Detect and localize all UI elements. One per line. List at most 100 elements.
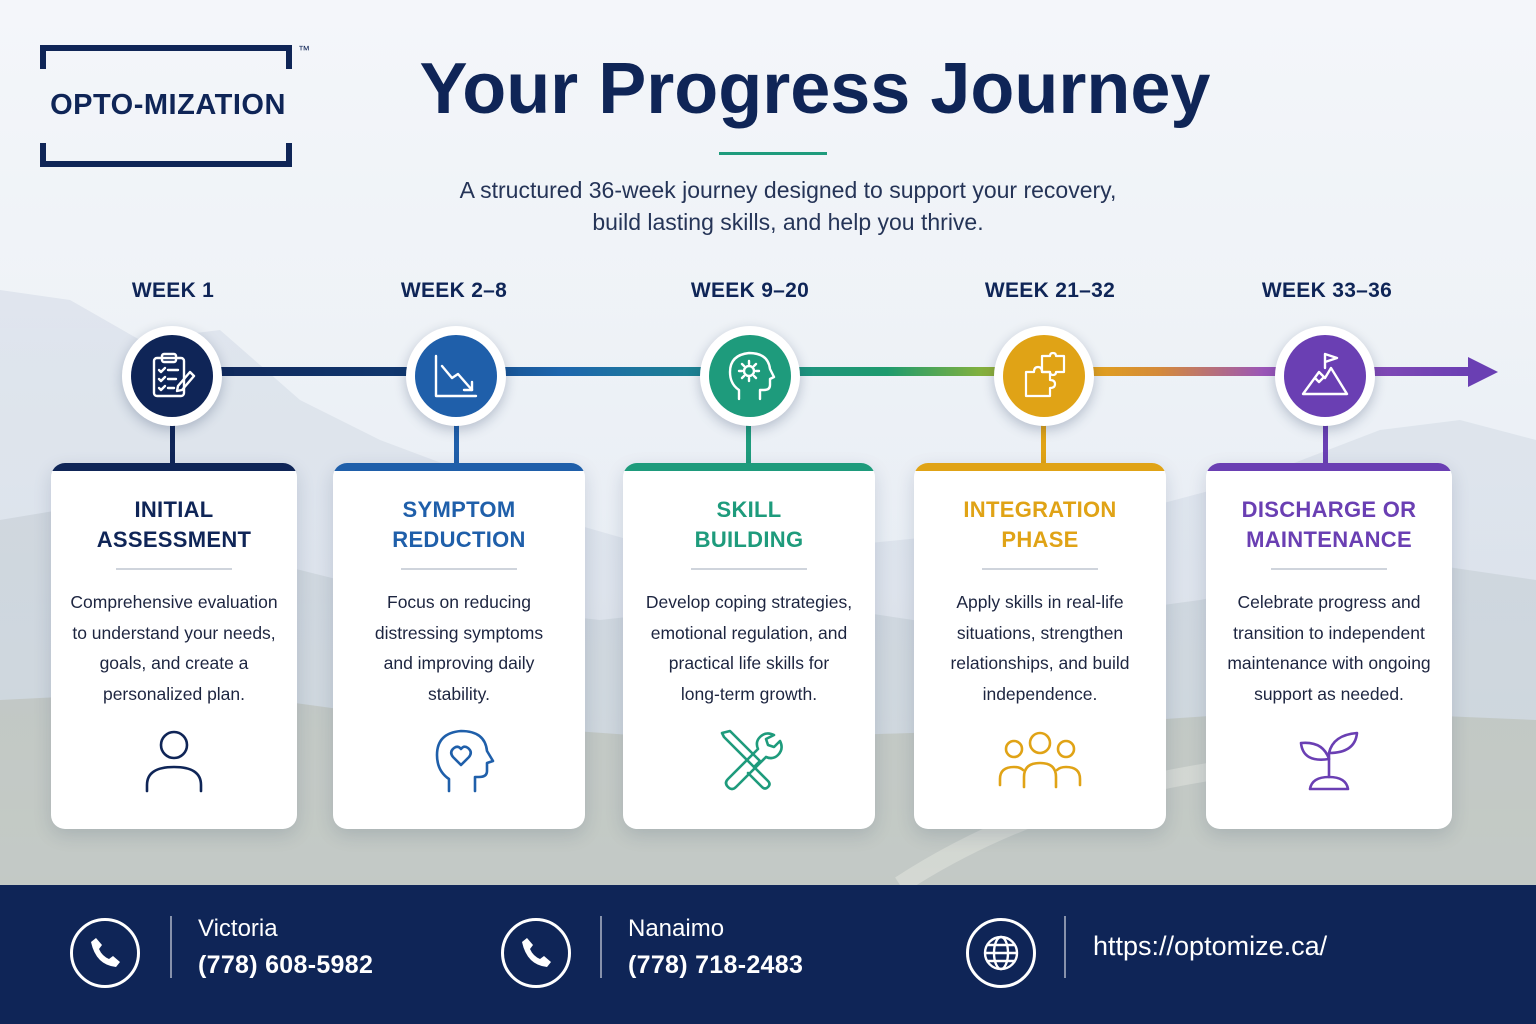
phone-icon[interactable]: [501, 918, 571, 988]
brand-logo: OPTO-MIZATION ™: [40, 43, 310, 167]
stage-card-2: SYMPTOM REDUCTION Focus on reducing dist…: [333, 463, 585, 829]
card-accent-bar: [1206, 463, 1452, 471]
card-title-line-2: REDUCTION: [392, 527, 526, 552]
card-title-line-1: INITIAL: [134, 497, 214, 522]
card-title: DISCHARGE OR MAINTENANCE: [1216, 495, 1442, 555]
logo-bracket-bottom: [40, 143, 292, 167]
footer-divider: [600, 916, 602, 978]
week-label-3: WEEK 9–20: [690, 279, 810, 302]
card-accent-bar: [623, 463, 875, 471]
connector-5: [1323, 420, 1328, 468]
group-icon: [998, 731, 1082, 789]
desc-line: emotional regulation, and: [650, 622, 848, 643]
card-divider: [691, 568, 807, 570]
card-accent-bar: [914, 463, 1166, 471]
desc-line: distressing symptoms: [374, 622, 544, 643]
card-title-line-1: SKILL: [716, 497, 782, 522]
globe-icon[interactable]: [966, 918, 1036, 988]
card-title-line-1: INTEGRATION: [963, 497, 1117, 522]
card-title-line-1: DISCHARGE OR: [1241, 497, 1417, 522]
card-description: Celebrate progress and transition to ind…: [1216, 587, 1442, 709]
head-heart-icon: [435, 729, 495, 793]
clipboard-checklist-icon: [131, 335, 213, 417]
card-title-line-1: SYMPTOM: [402, 497, 516, 522]
desc-line: and improving daily: [383, 653, 535, 673]
desc-line: situations, strengthen: [956, 622, 1124, 643]
subtitle-line-2: build lasting skills, and help you thriv…: [592, 209, 984, 235]
desc-line: Comprehensive evaluation: [70, 592, 278, 612]
connector-3: [746, 420, 751, 468]
card-description: Apply skills in real-life situations, st…: [924, 587, 1156, 709]
desc-line: Apply skills in real-life: [956, 592, 1124, 612]
card-divider: [1271, 568, 1387, 570]
victoria-phone[interactable]: (778) 608-5982: [198, 951, 374, 979]
logo-text: OPTO-MIZATION: [50, 89, 286, 121]
desc-line: personalized plan.: [102, 683, 246, 704]
desc-line: practical life skills for: [668, 653, 830, 673]
desc-line: maintenance with ongoing: [1227, 653, 1431, 673]
card-accent-bar: [51, 463, 297, 471]
card-title: SYMPTOM REDUCTION: [343, 495, 575, 555]
week-label-2: WEEK 2–8: [400, 279, 508, 302]
sprout-icon: [1299, 731, 1359, 791]
phone-icon[interactable]: [70, 918, 140, 988]
stage-node-3: [700, 326, 800, 426]
card-divider: [401, 568, 517, 570]
footer-divider: [170, 916, 172, 978]
desc-line: long-term growth.: [680, 683, 818, 704]
tools-icon: [720, 729, 783, 791]
contact-footer: Victoria (778) 608-5982 Nanaimo (778) 71…: [0, 885, 1536, 1024]
stage-card-5: DISCHARGE OR MAINTENANCE Celebrate progr…: [1206, 463, 1452, 829]
connector-2: [454, 420, 459, 468]
stage-node-1: [122, 326, 222, 426]
footer-divider: [1064, 916, 1066, 978]
connector-1: [170, 420, 175, 468]
card-title: SKILL BUILDING: [633, 495, 865, 555]
card-title-line-2: ASSESSMENT: [96, 527, 252, 552]
timeline-bar: [172, 367, 1472, 376]
website-link[interactable]: https://optomize.ca/: [1093, 931, 1328, 961]
card-title-line-2: MAINTENANCE: [1246, 527, 1412, 552]
nanaimo-phone[interactable]: (778) 718-2483: [628, 951, 804, 979]
nanaimo-city: Nanaimo: [628, 915, 725, 942]
card-title: INTEGRATION PHASE: [924, 495, 1156, 555]
card-description: Focus on reducing distressing symptoms a…: [343, 587, 575, 709]
desc-line: transition to independent: [1233, 622, 1425, 643]
desc-line: Celebrate progress and: [1237, 592, 1421, 612]
desc-line: support as needed.: [1254, 683, 1404, 704]
victoria-city: Victoria: [198, 915, 278, 942]
week-label-5: WEEK 33–36: [1261, 279, 1393, 302]
card-description: Develop coping strategies, emotional reg…: [633, 587, 865, 709]
card-title: INITIAL ASSESSMENT: [61, 495, 287, 555]
downward-trend-chart-icon: [415, 335, 497, 417]
person-icon: [145, 730, 203, 793]
card-title-line-2: PHASE: [1001, 527, 1079, 552]
stage-node-2: [406, 326, 506, 426]
logo-bracket-top: [40, 45, 292, 69]
card-divider: [116, 568, 232, 570]
desc-line: independence.: [982, 683, 1098, 704]
stage-card-4: INTEGRATION PHASE Apply skills in real-l…: [914, 463, 1166, 829]
stage-card-3: SKILL BUILDING Develop coping strategies…: [623, 463, 875, 829]
desc-line: stability.: [428, 683, 490, 704]
title-underline: [719, 152, 827, 155]
head-gear-icon: [709, 335, 791, 417]
stage-node-5: [1275, 326, 1375, 426]
desc-line: relationships, and build: [950, 653, 1130, 673]
stage-node-4: [994, 326, 1094, 426]
subtitle-line-1: A structured 36-week journey designed to…: [459, 177, 1117, 203]
desc-line: goals, and create a: [99, 653, 249, 673]
timeline-arrow-icon: [1468, 357, 1498, 387]
week-label-4: WEEK 21–32: [984, 279, 1116, 302]
puzzle-pieces-icon: [1003, 335, 1085, 417]
card-title-line-2: BUILDING: [694, 527, 804, 552]
trademark-symbol: ™: [298, 43, 310, 57]
mountain-flag-icon: [1284, 335, 1366, 417]
page-title: Your Progress Journey: [419, 49, 1211, 129]
card-accent-bar: [333, 463, 585, 471]
week-label-1: WEEK 1: [131, 279, 215, 302]
card-divider: [982, 568, 1098, 570]
desc-line: to understand your needs,: [72, 622, 276, 643]
page-subtitle: A structured 36-week journey designed to…: [386, 174, 1190, 238]
connector-4: [1041, 420, 1046, 468]
